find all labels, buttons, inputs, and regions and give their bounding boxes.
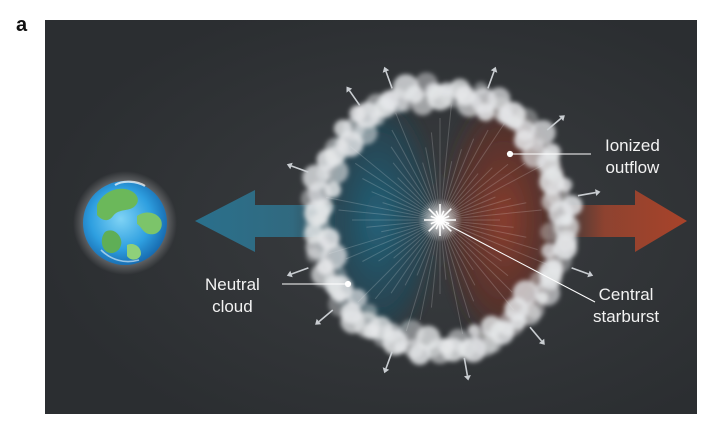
small-arrow-head: [464, 375, 471, 381]
ionized-outflow-label-line2: outflow: [605, 158, 660, 177]
small-arrow-shaft: [529, 326, 543, 342]
small-arrow-shaft: [546, 117, 562, 131]
cloud-puff: [398, 99, 412, 113]
small-arrow-shaft: [487, 71, 495, 89]
neutral-cloud-label-line1: Neutral: [205, 275, 260, 294]
small-arrow-head: [490, 66, 498, 73]
small-arrow-shaft: [463, 357, 469, 376]
small-arrow-head: [346, 86, 353, 93]
central-starburst-icon: [418, 198, 462, 242]
panel-letter: a: [16, 14, 28, 36]
small-arrow-head: [587, 270, 594, 278]
cloud-puff: [548, 200, 574, 226]
small-arrow-head: [382, 66, 390, 73]
neutral-cloud-dot: [344, 280, 352, 288]
neutral-cloud-label-line2: cloud: [212, 297, 253, 316]
ionized-outflow-dot: [506, 150, 514, 158]
small-arrow-shaft: [318, 309, 334, 323]
central-starburst-label-line1: Central: [598, 285, 654, 304]
small-arrow-head: [558, 115, 565, 122]
central-starburst-label: Central starburst: [593, 284, 659, 328]
ionized-outflow-label: Ionized outflow: [605, 135, 660, 179]
small-arrow-head: [538, 338, 545, 345]
small-arrow-shaft: [385, 351, 393, 369]
central-starburst-label-line2: starburst: [593, 307, 660, 326]
small-arrow-head: [595, 189, 601, 196]
small-arrow-shaft: [577, 191, 596, 197]
cloud-ring: [300, 72, 583, 366]
label-pointers: [282, 150, 596, 303]
small-arrow-shaft: [385, 71, 393, 89]
outflow-diagram: [45, 20, 697, 414]
cloud-puff: [467, 324, 481, 337]
earth-icon: [73, 171, 177, 275]
small-arrow-head: [286, 270, 293, 278]
central-starburst-pointer: [445, 223, 596, 303]
small-arrow-head: [382, 367, 390, 374]
red-outflow-arrow: [560, 190, 687, 252]
cloud-puff: [324, 181, 341, 198]
cloud-puff: [540, 222, 560, 242]
ionized-outflow-label-line1: Ionized: [605, 136, 660, 155]
small-arrow-shaft: [291, 165, 309, 173]
small-arrow-shaft: [291, 267, 309, 275]
small-arrow-shaft: [571, 267, 589, 275]
small-arrow-shaft: [348, 90, 361, 106]
cloud-puff: [362, 304, 378, 319]
small-arrow-head: [286, 162, 293, 170]
small-arrow-head: [315, 318, 322, 325]
small-outflow-arrows: [286, 66, 601, 381]
figure-panel: Ionized outflow Neutral cloud Central st…: [45, 20, 697, 414]
cloud-puff: [536, 291, 549, 304]
neutral-cloud-label: Neutral cloud: [205, 274, 260, 318]
